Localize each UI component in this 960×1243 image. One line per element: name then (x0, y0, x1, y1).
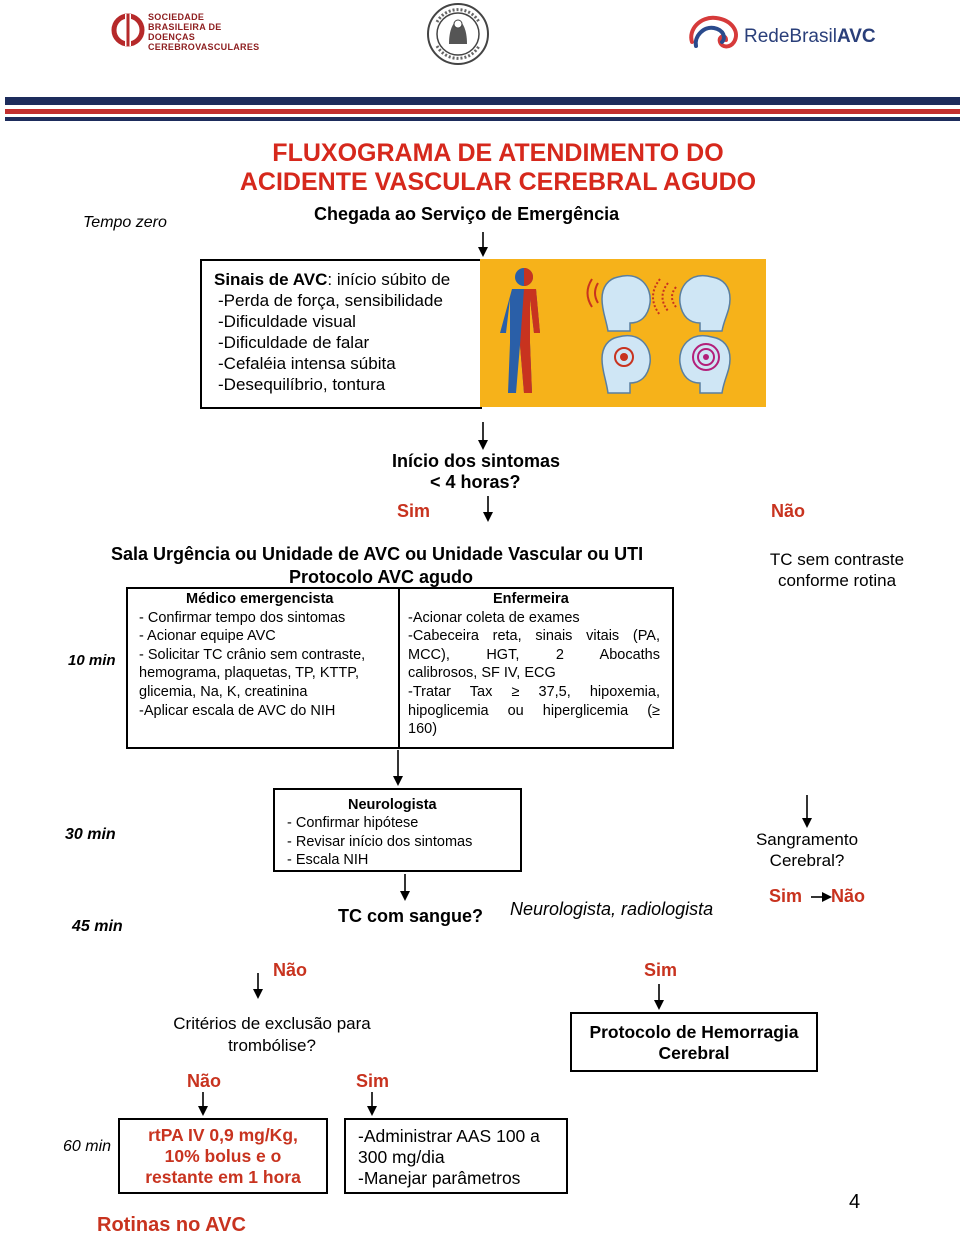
time-10min-label: 10 min (68, 652, 116, 669)
neuro-item: - Escala NIH (287, 852, 369, 869)
doctor-item: - Confirmar tempo dos sintomas (139, 609, 346, 626)
academy-seal-icon (427, 3, 489, 65)
seal-logo (425, 2, 491, 71)
rede-avc-wordmark: RedeBrasilAVC (744, 26, 876, 47)
signs-item: -Cefaléia intensa súbita (218, 354, 396, 373)
doctor-item: -Aplicar escala de AVC do NIH (139, 702, 336, 719)
doctor-column: Médico emergencista - Confirmar tempo do… (139, 590, 391, 720)
page-number: 4 (849, 1191, 861, 1213)
ward-title: Sala Urgência ou Unidade de AVC ou Unida… (111, 544, 644, 564)
page-title-line1: FLUXOGRAMA DE ATENDIMENTO DO (272, 139, 724, 167)
sbdcv-emblem-icon (111, 13, 145, 47)
neuro-item: - Revisar início dos sintomas (287, 833, 473, 850)
arrival-label: Chegada ao Serviço de Emergência (314, 204, 620, 224)
nurse-item: MCC), HGT, 2 Abocaths (408, 646, 660, 663)
doctor-item: hemograma, plaquetas, TP, KTTP, (139, 665, 360, 682)
head-hearing-icon (586, 274, 651, 332)
hemorrhage-protocol-box: Protocolo de Hemorragia Cerebral (570, 1012, 818, 1072)
rtpa-box: rtPA IV 0,9 mg/Kg, 10% bolus e o restant… (118, 1118, 328, 1194)
tc-blood-no-label: Não (273, 960, 308, 980)
time-30min-label: 30 min (65, 826, 116, 843)
tc-blood-question: TC com sangue? (338, 906, 484, 926)
stroke-symptoms-illustration (480, 259, 766, 407)
onset-question-line2: < 4 horas? (430, 472, 521, 492)
head-speech-icon (652, 274, 731, 332)
tc-routine-note: TC sem contraste conforme rotina (769, 550, 905, 590)
nurse-column: Enfermeira -Acionar coleta de exames -Ca… (408, 590, 660, 739)
rede-avc-logo: RedeBrasilAVC (686, 12, 876, 60)
neuro-item: - Confirmar hipótese (287, 815, 419, 832)
onset-question-line1: Início dos sintomas (392, 451, 561, 471)
doctor-item: glicemia, Na, K, creatinina (139, 683, 308, 700)
nurse-title: Enfermeira (493, 591, 569, 607)
brain-swirl-icon (689, 15, 738, 49)
time-60min-label: 60 min (63, 1138, 112, 1155)
doctor-title: Médico emergencista (186, 591, 334, 607)
signs-item: -Dificuldade visual (218, 312, 356, 331)
team-box-divider (398, 587, 400, 749)
bleed-question: Sangramento Cerebral? (755, 830, 859, 870)
doctor-item: - Acionar equipe AVC (139, 628, 276, 645)
signs-item: -Perda de força, sensibilidade (218, 291, 443, 310)
bleed-yes-label: Sim (769, 886, 803, 906)
exclusion-question: Critérios de exclusão para trombólise? (173, 1014, 371, 1055)
head-vision-icon (601, 334, 651, 394)
nurse-item: -Cabeceira reta, sinais vitais (PA, (408, 628, 660, 645)
nurse-item: -Acionar coleta de exames (408, 609, 580, 626)
time-45min-label: 45 min (72, 918, 123, 935)
neuro-title: Neurologista (348, 797, 437, 813)
bleed-no-label: Não (831, 886, 866, 906)
exclusion-no-label: Não (187, 1071, 222, 1091)
nurse-item: 160) (408, 721, 438, 738)
footer-label: Rotinas no AVC (97, 1214, 246, 1236)
signs-title: Sinais de AVC: início súbito de (214, 270, 451, 289)
exclusion-yes-label: Sim (356, 1071, 390, 1091)
neurologist-box: Neurologista - Confirmar hipótese - Revi… (273, 788, 522, 872)
nurse-item: -Tratar Tax ≥ 37,5, hipoxemia, (408, 683, 660, 700)
team-actions-box (126, 587, 674, 749)
onset-no-label: Não (771, 501, 806, 521)
page-title-line2: ACIDENTE VASCULAR CEREBRAL AGUDO (239, 168, 757, 196)
sbdcv-logo-text: SOCIEDADE BRASILEIRA DE DOENÇAS CEREBROV… (148, 12, 260, 52)
nurse-item: hipoglicemia ou hiperglicemia (≥ (408, 702, 660, 719)
sbdcv-logo: SOCIEDADE BRASILEIRA DE DOENÇAS CEREBROV… (110, 8, 260, 58)
head-dizziness-icon (679, 334, 731, 394)
header-stripe (5, 97, 960, 121)
human-body-icon (500, 268, 540, 393)
onset-yes-label: Sim (397, 501, 431, 521)
ward-protocol: Protocolo AVC agudo (289, 567, 473, 587)
aas-box: -Administrar AAS 100 a 300 mg/dia -Manej… (344, 1118, 568, 1194)
neuro-radiologist-note: Neurologista, radiologista (510, 899, 714, 919)
stroke-signs-box: Sinais de AVC: início súbito de -Perda d… (200, 259, 482, 409)
nurse-item: calibrosos, SF IV, ECG (408, 665, 556, 682)
time-zero-label: Tempo zero (83, 214, 167, 231)
signs-item: -Desequilíbrio, tontura (218, 375, 386, 394)
doctor-item: - Solicitar TC crânio sem contraste, (139, 646, 366, 663)
tc-blood-yes-label: Sim (644, 960, 678, 980)
signs-item: -Dificuldade de falar (218, 333, 370, 352)
